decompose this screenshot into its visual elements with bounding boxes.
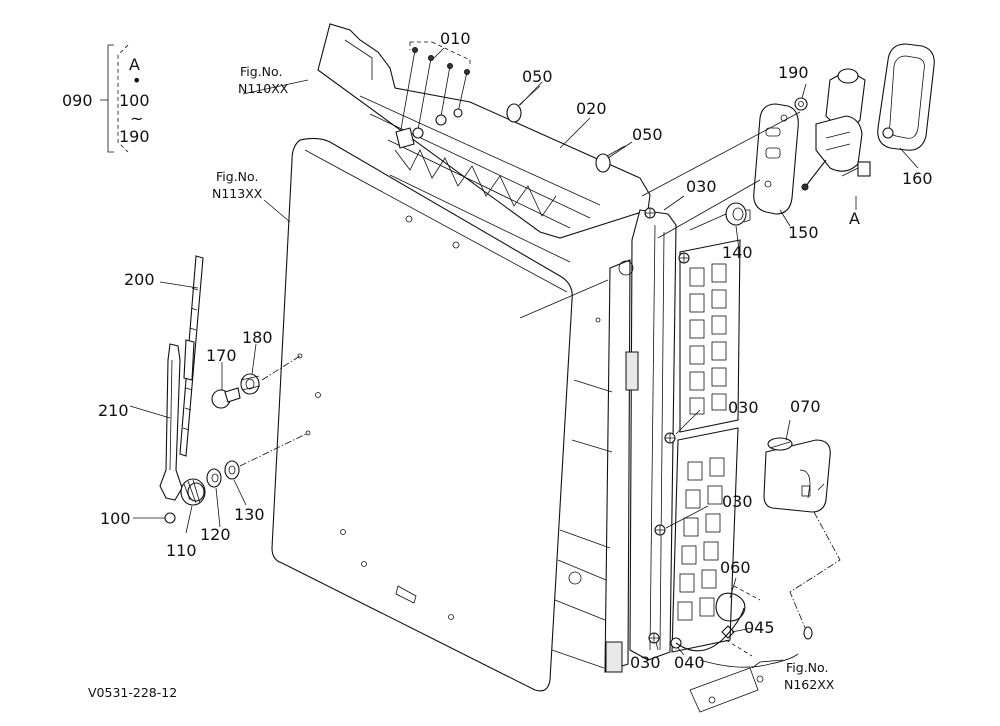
label-170: 170 xyxy=(206,346,237,365)
part-180-bushing xyxy=(240,373,261,395)
label-090: 090 xyxy=(62,91,93,110)
washer-hose xyxy=(675,511,841,668)
label-050-a: 050 xyxy=(522,67,553,86)
label-100: 100 xyxy=(100,509,131,528)
part-070-washer-tank xyxy=(763,437,831,513)
label-190: 190 xyxy=(778,63,809,82)
fig-ref-2-title: Fig.No. xyxy=(216,169,258,184)
label-030-b: 030 xyxy=(728,398,759,417)
part-050-clips xyxy=(506,85,626,173)
group-bracket-090 xyxy=(100,44,129,153)
label-010: 010 xyxy=(440,29,471,48)
label-180: 180 xyxy=(242,328,273,347)
label-050-b: 050 xyxy=(632,125,663,144)
label-140: 140 xyxy=(722,243,753,262)
part-110-pivot xyxy=(180,478,206,506)
part-170-cap xyxy=(211,387,241,409)
label-210: 210 xyxy=(98,401,129,420)
label-group-a: A xyxy=(129,55,140,74)
label-110: 110 xyxy=(166,541,197,560)
label-030-c: 030 xyxy=(722,492,753,511)
callout-labels: 090 A • 100 ~ 190 Fig.No. N110XX Fig.No.… xyxy=(62,29,933,700)
fig-ref-2-num: N113XX xyxy=(212,186,263,201)
label-group-190: 190 xyxy=(119,127,150,146)
diagram-code: V0531-228-12 xyxy=(88,685,177,700)
label-060: 060 xyxy=(720,558,751,577)
part-120-washer xyxy=(206,468,222,488)
label-120: 120 xyxy=(200,525,231,544)
label-ref-a: A xyxy=(849,209,860,228)
part-200-wiper-blade xyxy=(179,255,204,457)
label-group-tilde: ~ xyxy=(130,109,143,128)
label-070: 070 xyxy=(790,397,821,416)
fig-ref-1-num: N110XX xyxy=(238,81,289,96)
label-040: 040 xyxy=(674,653,705,672)
leader-lines xyxy=(129,47,919,669)
part-010-bolts xyxy=(395,41,471,149)
part-210-wiper-arm xyxy=(159,343,183,501)
label-130: 130 xyxy=(234,505,265,524)
label-160: 160 xyxy=(902,169,933,188)
fig-ref-3-num: N162XX xyxy=(784,677,835,692)
part-130-washer xyxy=(224,460,240,480)
label-030-d: 030 xyxy=(630,653,661,672)
label-200: 200 xyxy=(124,270,155,289)
door-panel xyxy=(271,137,573,692)
label-group-dot: • xyxy=(132,71,141,90)
label-020: 020 xyxy=(576,99,607,118)
grille-slots xyxy=(677,263,727,621)
label-group-100: 100 xyxy=(119,91,150,110)
fig-ref-3-title: Fig.No. xyxy=(786,660,828,675)
part-150-bracket xyxy=(753,103,799,215)
label-150: 150 xyxy=(788,223,819,242)
alignment-lines xyxy=(239,111,801,467)
part-100-nut xyxy=(164,512,176,524)
label-030-a: 030 xyxy=(686,177,717,196)
part-140-grommet xyxy=(725,202,751,226)
label-045: 045 xyxy=(744,618,775,637)
part-160-cover xyxy=(877,43,935,151)
fasteners-030 xyxy=(644,207,690,649)
part-190-motor xyxy=(794,68,871,191)
fig-ref-1-title: Fig.No. xyxy=(240,64,282,79)
cabin-frame xyxy=(317,23,764,713)
